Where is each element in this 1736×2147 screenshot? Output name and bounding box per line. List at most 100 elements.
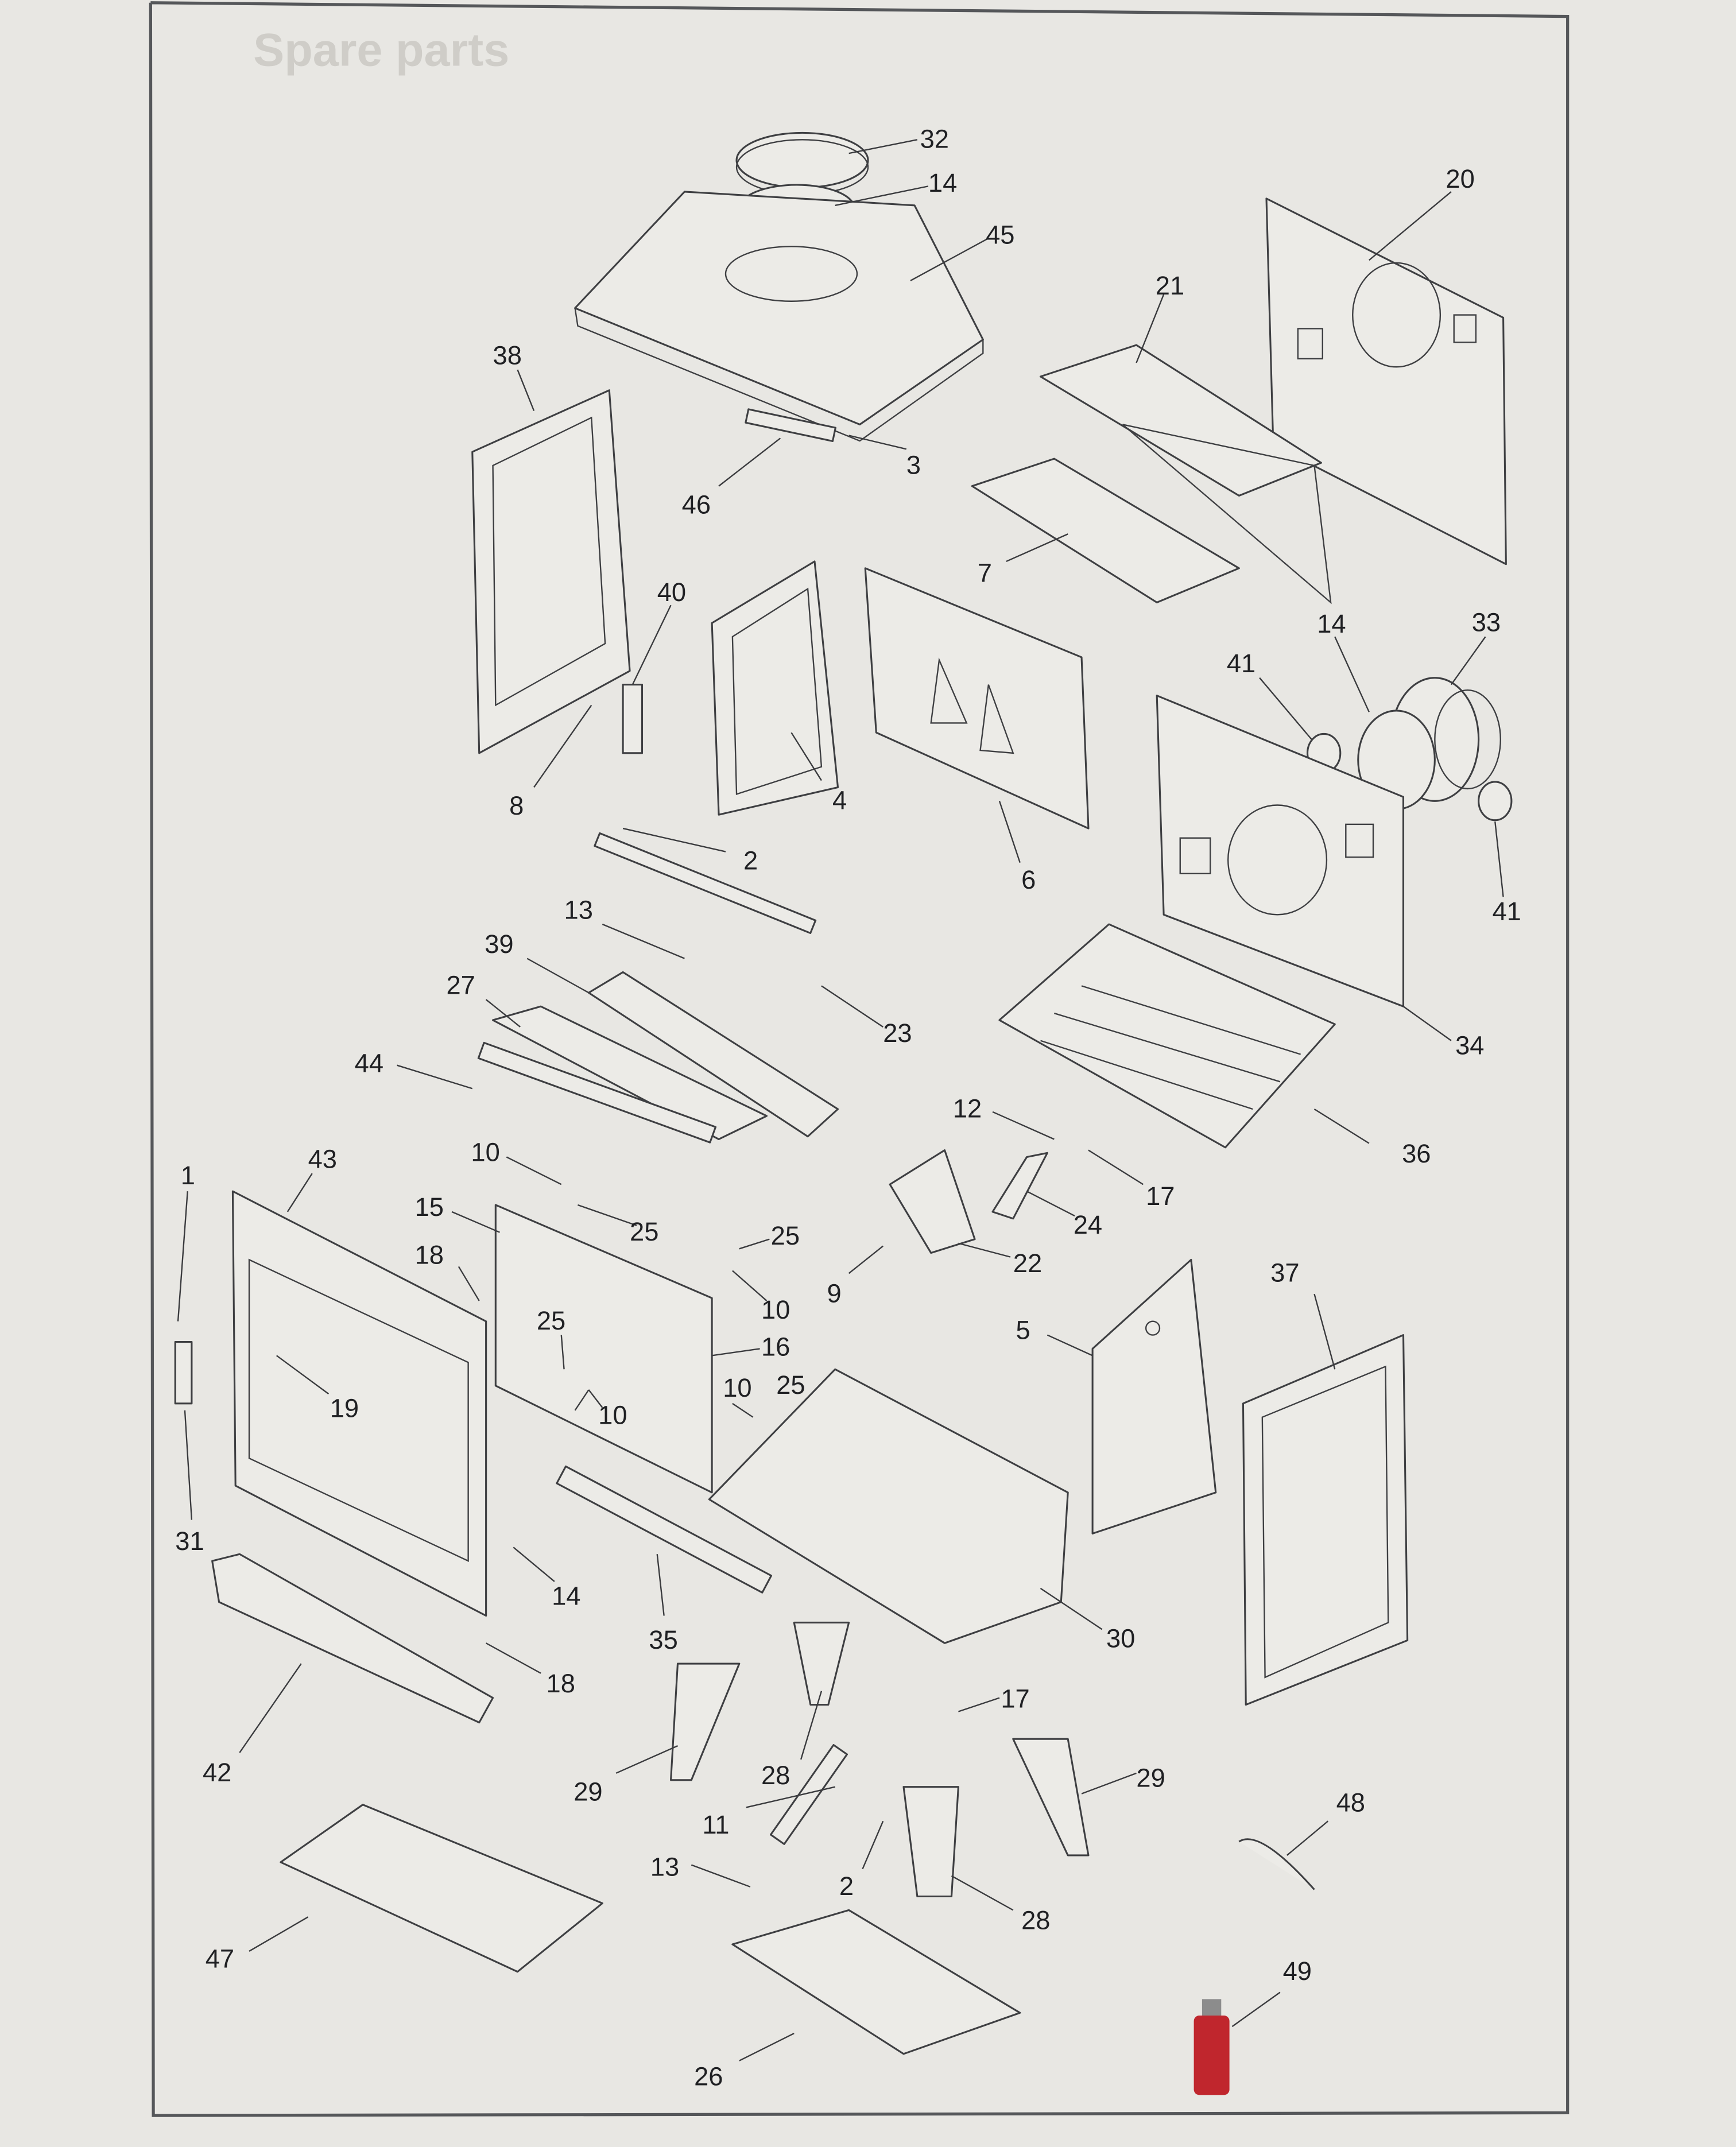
leader-line [848,139,918,154]
part-34-back-plate [1156,695,1405,1007]
callout-29: 29 [574,1777,602,1807]
callout-11: 11 [702,1810,729,1839]
callout-13: 13 [650,1853,679,1882]
callout-21: 21 [1156,271,1184,300]
part-7-brick-top [971,458,1240,604]
callout-25: 25 [771,1221,800,1250]
callout-25: 25 [537,1306,565,1335]
part-41-plug-right [1478,781,1513,821]
part-27-air-plate [491,1005,768,1141]
leader-line [1286,1820,1329,1856]
callout-28: 28 [1021,1906,1050,1935]
leader-line [800,1691,823,1760]
leader-line [821,985,884,1028]
leader-line [1402,1006,1452,1041]
callout-16: 16 [761,1332,790,1361]
callout-18: 18 [415,1241,444,1270]
leader-line [732,1402,754,1418]
callout-36: 36 [1402,1139,1431,1168]
part-42-ashlip [211,1553,494,1724]
part-11-rod [770,1744,848,1845]
leader-line [1040,1587,1103,1630]
page-border [149,1,1570,2117]
callout-13: 13 [564,895,593,924]
callout-2: 2 [743,846,758,875]
leader-line [615,1745,678,1774]
part-22-damper-plate [889,1149,976,1254]
callout-49: 49 [1283,1956,1312,1986]
callout-7: 7 [978,559,992,588]
leader-line [578,1204,637,1226]
leader-line [276,1355,330,1395]
callout-46: 46 [682,490,711,519]
leader-line [739,2032,795,2061]
callout-6: 6 [1021,865,1036,894]
part-39-baffle-support [587,971,839,1138]
callout-29: 29 [1136,1764,1165,1793]
leader-line [1313,1109,1370,1144]
leader-line [486,1642,541,1674]
leader-line [739,1238,770,1250]
callout-30: 30 [1106,1623,1135,1653]
callout-41: 41 [1492,897,1521,926]
callout-33: 33 [1472,608,1501,637]
leader-line [862,1820,884,1870]
callout-38: 38 [493,340,522,370]
callout-4: 4 [832,786,847,815]
part-6-back-brick [864,567,1090,830]
leader-line [485,999,521,1028]
callout-3: 3 [906,450,921,479]
callout-9: 9 [827,1278,841,1308]
part-43-door-frame [231,1190,487,1617]
callout-22: 22 [1013,1249,1042,1278]
callout-14: 14 [928,168,957,197]
callout-10: 10 [723,1373,751,1402]
leader-line [1081,1772,1137,1795]
leader-line [732,1270,768,1301]
leader-line [1088,1149,1144,1185]
part-49-paint-bottle [1194,1999,1230,2095]
callout-40: 40 [657,578,686,607]
callout-25: 25 [776,1370,805,1400]
part-20-back-panel [1265,197,1507,565]
part-29-leg [670,1662,741,1781]
part-45-top-plate [574,191,984,442]
leader-line [691,1864,751,1888]
leader-line [958,1697,1000,1712]
callout-28: 28 [761,1761,790,1790]
callout-17: 17 [1001,1684,1029,1713]
part-46-bracket [745,408,836,442]
leader-line [848,1245,884,1274]
part-21-baffle-side [1122,424,1332,604]
callout-27: 27 [446,971,475,1000]
leader-line [458,1266,480,1301]
callout-45: 45 [986,220,1014,250]
ghost-heading: Spare parts [253,24,509,76]
part-31-handle [174,1340,193,1405]
callout-20: 20 [1446,164,1474,193]
part-5-side-brick [1091,1258,1217,1534]
callout-19: 19 [330,1394,359,1423]
leader-line [910,237,989,282]
leader-line [718,437,781,487]
leader-line [1259,677,1312,740]
leader-line [506,1156,562,1185]
callout-44: 44 [355,1049,383,1078]
callout-17: 17 [1146,1181,1175,1211]
leader-line [746,1786,836,1808]
callout-39: 39 [485,929,513,959]
part-29-leg-right [1012,1738,1090,1857]
leader-line [835,185,929,206]
part-40-latch [622,684,644,754]
part-47-ashpan [280,1804,603,1973]
part-5-hole [1145,1320,1161,1336]
part-24-lever [991,1152,1048,1220]
callout-41: 41 [1227,649,1256,678]
part-16-door-glass [494,1204,713,1494]
callout-31: 31 [175,1526,204,1556]
leader-line [1313,1293,1336,1370]
leader-line [1006,533,1068,563]
leader-line [249,1916,309,1952]
leader-line [1369,191,1452,261]
